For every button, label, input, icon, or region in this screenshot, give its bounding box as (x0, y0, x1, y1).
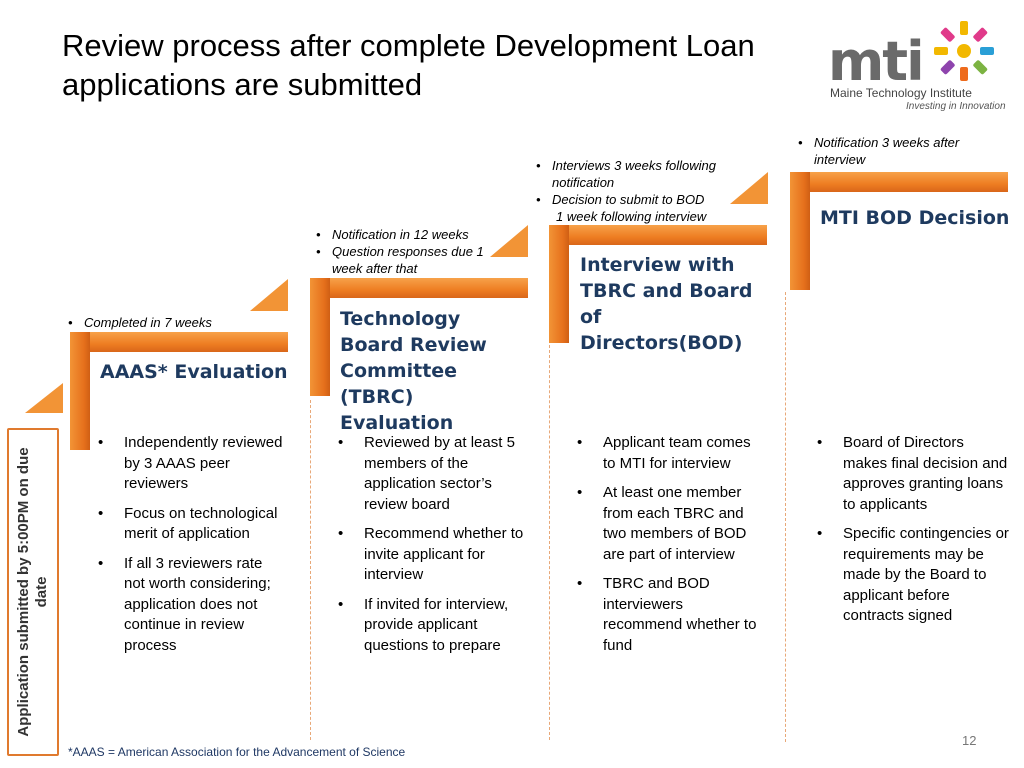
step-2-bullet: Reviewed by at least 5 members of the ap… (326, 433, 524, 515)
column-divider-2 (549, 345, 550, 740)
step-1-bullet: Independently reviewed by 3 AAAS peer re… (86, 433, 286, 495)
step-3-note: Decision to submit to BOD (530, 191, 750, 208)
step-3-heading: Interview with TBRC and Board of Directo… (580, 254, 753, 354)
mti-logo: mti Maine Technology Institute Investing… (826, 18, 1006, 118)
logo-tagline: Investing in Innovation (906, 101, 1006, 112)
logo-star-icon (934, 21, 994, 81)
column-divider-1 (310, 400, 311, 740)
step-2-notes: Notification in 12 weeks Question respon… (310, 226, 510, 277)
step-1-bar-vertical (70, 332, 90, 450)
step-4-bullet: Specific contingencies or requirements m… (805, 524, 1010, 627)
step-3-note: Interviews 3 weeks following notificatio… (530, 157, 750, 191)
column-divider-3 (785, 292, 786, 742)
footnote: *AAAS = American Association for the Adv… (68, 745, 406, 759)
step-4-notes: Notification 3 weeks after interview (792, 134, 1002, 168)
slide-title: Review process after complete Developmen… (62, 28, 755, 102)
step-1-details: Independently reviewed by 3 AAAS peer re… (86, 433, 286, 665)
page-number: 12 (962, 733, 977, 748)
step-4-heading: MTI BOD Decision (820, 207, 1010, 229)
step-1-bar-horizontal (70, 332, 288, 352)
step-4-bar-horizontal (790, 172, 1008, 192)
step-1-note: Completed in 7 weeks (62, 314, 282, 331)
step-3-note-continuation: 1 week following interview (556, 209, 707, 224)
step-3-bullet: At least one member from each TBRC and t… (565, 483, 763, 565)
step-3-bar-horizontal (549, 225, 767, 245)
step-3-details: Applicant team comes to MTI for intervie… (565, 433, 763, 665)
stair-arrow-1 (250, 279, 288, 311)
step-2-bar-horizontal (310, 278, 528, 298)
step-2-note: Question responses due 1 week after that (310, 243, 510, 277)
step-3-bar-vertical (549, 225, 569, 343)
logo-wordmark: mti (828, 30, 925, 93)
step-4-details: Board of Directors makes final decision … (805, 433, 1010, 636)
step-2-heading: Technology Board Review Committee (TBRC)… (340, 308, 487, 434)
step-3-bullet: Applicant team comes to MTI for intervie… (565, 433, 763, 474)
step-2-details: Reviewed by at least 5 members of the ap… (326, 433, 524, 665)
step-4-note: Notification 3 weeks after interview (792, 134, 1002, 168)
step-2-bullet: Recommend whether to invite applicant fo… (326, 524, 524, 586)
step-3-bullet: TBRC and BOD interviewers recommend whet… (565, 574, 763, 656)
logo-organization-name: Maine Technology Institute (830, 86, 972, 100)
application-submitted-box: Application submitted by 5:00PM on due d… (7, 428, 59, 756)
step-3-notes: Interviews 3 weeks following notificatio… (530, 157, 750, 225)
step-2-note: Notification in 12 weeks (310, 226, 510, 243)
step-1-heading: AAAS* Evaluation (100, 361, 288, 383)
step-2-bullet: If invited for interview, provide applic… (326, 595, 524, 657)
step-1-bullet: If all 3 reviewers rate not worth consid… (86, 554, 286, 657)
application-submitted-label: Application submitted by 5:00PM on due d… (15, 447, 50, 737)
step-1-bullet: Focus on technological merit of applicat… (86, 504, 286, 545)
step-2-bar-vertical (310, 278, 330, 396)
step-4-bar-vertical (790, 172, 810, 290)
step-1-notes: Completed in 7 weeks (62, 314, 282, 331)
stair-arrow-0 (25, 383, 63, 413)
step-4-bullet: Board of Directors makes final decision … (805, 433, 1010, 515)
